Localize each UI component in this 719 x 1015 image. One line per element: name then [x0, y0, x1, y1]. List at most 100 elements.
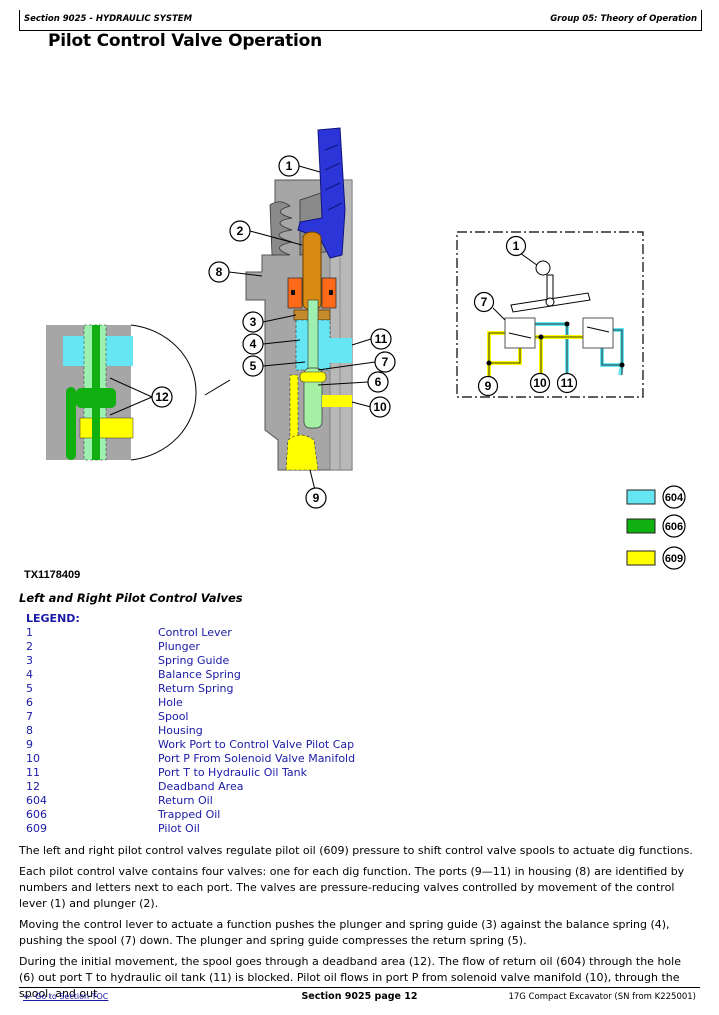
legend-description: Housing — [158, 724, 203, 737]
legend-description: Plunger — [158, 640, 200, 653]
legend-description: Port T to Hydraulic Oil Tank — [158, 766, 307, 779]
legend-description: Work Port to Control Valve Pilot Cap — [158, 738, 355, 751]
callout-label: 3 — [250, 315, 257, 329]
color-key-return-oil: 604 — [626, 485, 686, 509]
schematic-callout-11: 11 — [556, 372, 578, 394]
callout-label: 7 — [382, 355, 389, 369]
callout-8: 8 — [208, 261, 230, 283]
body-paragraph-3: Moving the control lever to actuate a fu… — [19, 917, 699, 949]
legend-item: 604 Return Oil — [26, 794, 213, 808]
legend-item: 10 Port P From Solenoid Valve Manifold — [26, 752, 355, 766]
legend-number: 4 — [26, 668, 33, 681]
color-key-pilot-oil: 609 — [626, 546, 686, 570]
paragraph-text: During the initial movement, the spool g… — [19, 955, 681, 1000]
legend-description: Pilot Oil — [158, 822, 200, 835]
plunger-shape — [302, 231, 322, 311]
legend-number: 12 — [26, 780, 40, 793]
callout-label: 6 — [375, 375, 382, 389]
pilot-oil-passages — [285, 371, 352, 471]
legend-item: 11 Port T to Hydraulic Oil Tank — [26, 766, 307, 780]
legend-number: 6 — [26, 696, 33, 709]
legend-item: 12 Deadband Area — [26, 780, 243, 794]
pilot-oil-swatch — [626, 550, 656, 566]
legend-number: 9 — [26, 738, 33, 751]
page-footer: <- Go to Section TOC Section 9025 page 1… — [19, 987, 700, 1008]
legend-description: Return Oil — [158, 794, 213, 807]
section-toc-link[interactable]: <- Go to Section TOC — [23, 992, 109, 1001]
legend-description: Return Spring — [158, 682, 234, 695]
schematic-callout-10: 10 — [529, 372, 551, 394]
hydraulic-schematic — [456, 231, 644, 398]
callout-3: 3 — [242, 311, 264, 333]
color-key-trapped-oil: 606 — [626, 514, 686, 538]
callout-4: 4 — [242, 333, 264, 355]
legend-description: Deadband Area — [158, 780, 244, 793]
callout-label: 2 — [237, 224, 244, 238]
callout-6: 6 — [367, 371, 389, 393]
callout-label: 1 — [286, 159, 293, 173]
callout-label: 11 — [375, 332, 388, 346]
page-header: Section 9025 - HYDRAULIC SYSTEM Group 05… — [19, 10, 702, 31]
spool-stem — [307, 299, 319, 371]
group-label: Group 05: Theory of Operation — [550, 14, 697, 24]
legend-number: 606 — [26, 808, 47, 821]
callout-label: 8 — [216, 265, 223, 279]
legend-number: 1 — [26, 626, 33, 639]
color-key-label: 609 — [665, 553, 683, 565]
color-key-label: 606 — [665, 521, 683, 533]
legend-item: 8 Housing — [26, 724, 203, 738]
deadband-detail-inset — [46, 324, 231, 461]
return-oil-swatch — [626, 489, 656, 505]
page-title: Pilot Control Valve Operation — [48, 31, 323, 51]
paragraph-text: Each pilot control valve contains four v… — [19, 865, 685, 910]
callout-7: 7 — [374, 351, 396, 373]
callout-12: 12 — [151, 386, 173, 408]
callout-label: 11 — [561, 376, 574, 390]
callout-label: 9 — [485, 379, 492, 393]
callout-label: 12 — [155, 390, 169, 404]
callout-label: 10 — [373, 400, 387, 414]
paragraph-text: Moving the control lever to actuate a fu… — [19, 918, 670, 947]
color-key: 604 606 609 — [626, 485, 686, 570]
legend-number: 8 — [26, 724, 33, 737]
legend-description: Balance Spring — [158, 668, 241, 681]
schematic-callout-1: 1 — [505, 235, 527, 257]
legend-description: Control Lever — [158, 626, 232, 639]
legend-item: 2 Plunger — [26, 640, 200, 654]
legend-number: 5 — [26, 682, 33, 695]
legend-description: Spool — [158, 710, 189, 723]
legend-item: 1 Control Lever — [26, 626, 232, 640]
legend-number: 609 — [26, 822, 47, 835]
legend-heading: LEGEND: — [26, 612, 80, 625]
legend-description: Hole — [158, 696, 183, 709]
legend-item: 6 Hole — [26, 696, 183, 710]
legend-number: 2 — [26, 640, 33, 653]
legend-number: 10 — [26, 752, 40, 765]
model-label: 17G Compact Excavator (SN from K225001) — [508, 992, 696, 1002]
legend-item: 606 Trapped Oil — [26, 808, 220, 822]
callout-bubbles: 1 2 8 3 4 5 11 7 6 10 9 12 — [151, 155, 396, 509]
callout-5: 5 — [242, 355, 264, 377]
paragraph-text: The left and right pilot control valves … — [19, 844, 693, 857]
schematic-callouts: 1 7 9 10 11 — [473, 235, 578, 397]
callout-label: 9 — [313, 491, 320, 505]
legend-description: Port P From Solenoid Valve Manifold — [158, 752, 356, 765]
legend-item: 609 Pilot Oil — [26, 822, 200, 836]
schematic-callout-9: 9 — [477, 375, 499, 397]
legend-item: 4 Balance Spring — [26, 668, 241, 682]
page-number: Section 9025 page 12 — [301, 991, 418, 1002]
body-paragraph-4: During the initial movement, the spool g… — [19, 954, 699, 1002]
callout-label: 4 — [250, 337, 257, 351]
callout-leaders — [109, 165, 376, 491]
pilot-valve-figure: 1 2 8 3 4 5 11 7 6 10 9 12 — [46, 127, 686, 570]
legend-description: Trapped Oil — [158, 808, 221, 821]
legend-number: 604 — [26, 794, 47, 807]
section-label: Section 9025 - HYDRAULIC SYSTEM — [24, 14, 193, 24]
legend-number: 11 — [26, 766, 40, 779]
callout-9: 9 — [305, 487, 327, 509]
callout-10: 10 — [369, 396, 391, 418]
legend-number: 3 — [26, 654, 33, 667]
